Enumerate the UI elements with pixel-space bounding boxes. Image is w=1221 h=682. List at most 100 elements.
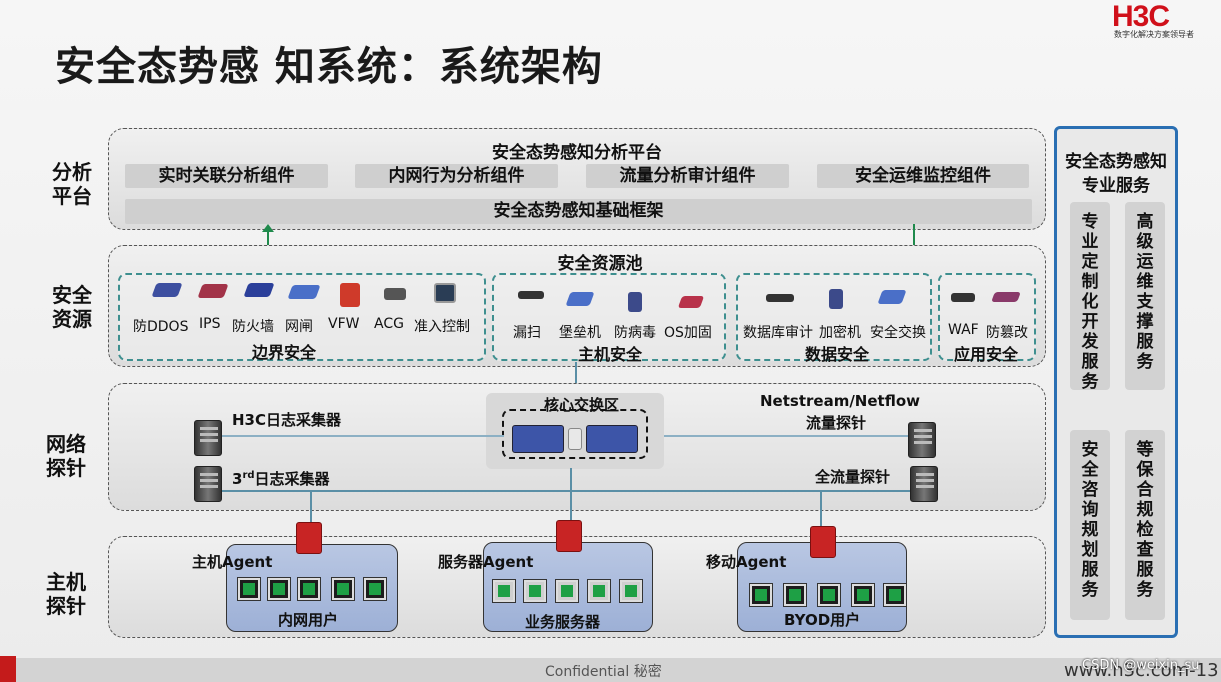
pc-icon (298, 578, 320, 600)
server-icon (493, 580, 515, 602)
page-number: 13 (1195, 660, 1219, 681)
firewall-device-icon (243, 283, 275, 297)
footer-bar (0, 658, 1221, 682)
ddos-device-icon (151, 283, 183, 297)
label-os-hardening: OS加固 (664, 325, 712, 341)
mobile-user-icon (784, 584, 806, 606)
label-vfw: VFW (328, 316, 360, 332)
label-vuln-scan: 漏扫 (513, 325, 541, 341)
component-ops-monitor: 安全运维监控组件 (817, 164, 1029, 188)
group-data-security (736, 273, 932, 361)
core-switch-1-icon (512, 425, 564, 453)
pc-icon (364, 578, 386, 600)
layer-label-network: 网络 探针 (46, 432, 86, 480)
logo-tagline: 数字化解决方案领导者 (1114, 30, 1194, 39)
mobile-user-icon (818, 584, 840, 606)
server-icon (620, 580, 642, 602)
line-core-down (570, 468, 572, 540)
component-intranet-behavior: 内网行为分析组件 (355, 164, 558, 188)
label-gatekeeper: 网闸 (285, 319, 313, 335)
component-traffic-audit: 流量分析审计组件 (586, 164, 789, 188)
line-host-agent (310, 490, 312, 530)
group-title-host: 主机安全 (578, 345, 643, 364)
label-nac: 准入控制 (414, 319, 470, 335)
encryptor-device-icon (829, 289, 843, 309)
link-icon (568, 428, 582, 450)
label-ips: IPS (199, 316, 221, 332)
group-app-security (938, 273, 1036, 361)
full-flow-probe-label: 全流量探针 (815, 468, 891, 486)
server-icon (524, 580, 546, 602)
page-title: 安全态势感 知系统：系统架构 (55, 44, 603, 90)
third-log-suffix: 日志采集器 (254, 470, 330, 488)
mobile-agent-label: 移动Agent (706, 553, 787, 571)
label-waf: WAF (948, 322, 979, 338)
third-log-prefix: 3 (232, 470, 243, 488)
netstream-label: Netstream/Netflow (760, 392, 920, 410)
os-hardening-device-icon (677, 296, 705, 308)
group-title-app: 应用安全 (954, 345, 1019, 364)
vfw-device-icon (340, 283, 360, 307)
footer-url: www.h3c.com-13 (1064, 660, 1219, 681)
flow-probe-server-icon (908, 422, 936, 458)
third-log-sup: rd (242, 470, 255, 481)
ips-device-icon (197, 284, 229, 298)
csdn-watermark: CSDN @weixin_su (1082, 658, 1200, 673)
confidential-label: Confidential 秘密 (545, 664, 662, 680)
line-mirror-bus (222, 490, 916, 492)
footer-url-text: www.h3c.com (1064, 660, 1190, 681)
label-ddos: 防DDOS (133, 319, 189, 335)
core-zone-label: 核心交换区 (544, 396, 620, 414)
business-servers-label: 业务服务器 (525, 613, 601, 631)
down-arrow-line (913, 224, 915, 248)
analysis-platform-title: 安全态势感知分析平台 (492, 143, 662, 163)
acg-device-icon (384, 288, 406, 300)
label-encryptor: 加密机 (819, 325, 861, 341)
service-consulting: 安全咨询规划服务 (1070, 430, 1110, 620)
resource-pool-title: 安全资源池 (557, 254, 643, 274)
core-switch-2-icon (586, 425, 638, 453)
anti-tamper-device-icon (991, 292, 1021, 302)
label-firewall: 防火墙 (232, 319, 274, 335)
group-title-data: 数据安全 (805, 345, 870, 364)
firewall-icon (296, 522, 322, 554)
scanner-device-icon (518, 291, 544, 299)
label-antivirus: 防病毒 (614, 325, 656, 341)
layer-label-analysis: 分析 平台 (52, 160, 92, 208)
pc-icon (268, 578, 290, 600)
pro-services-title: 安全态势感知 专业服务 (1065, 152, 1167, 196)
h3c-log-collector-label: H3C日志采集器 (232, 411, 341, 429)
server-icon (588, 580, 610, 602)
label-acg: ACG (374, 316, 404, 332)
label-bastion: 堡垒机 (559, 325, 601, 341)
nac-device-icon (434, 283, 456, 303)
firewall-icon (810, 526, 836, 558)
group-title-border: 边界安全 (252, 343, 317, 362)
layer-label-resources: 安全 资源 (52, 283, 92, 331)
h3c-logo: H3C (1112, 0, 1170, 33)
byod-users-label: BYOD用户 (784, 611, 861, 629)
service-compliance: 等保合规检查服务 (1125, 430, 1165, 620)
connector-resource-core (575, 362, 577, 392)
component-realtime-correlation: 实时关联分析组件 (125, 164, 328, 188)
up-arrow-icon (262, 224, 274, 232)
mobile-user-icon (750, 584, 772, 606)
footer-red-accent (0, 656, 16, 682)
base-framework-bar: 安全态势感知基础框架 (125, 199, 1032, 224)
mobile-user-icon (884, 584, 906, 606)
line-mobile-agent (820, 490, 822, 530)
up-arrow-line (267, 231, 269, 255)
antivirus-device-icon (628, 292, 642, 312)
line-h3c-log (222, 435, 504, 437)
group-host-security (492, 273, 726, 361)
third-party-log-collector-icon (194, 466, 222, 502)
label-db-audit: 数据库审计 (743, 325, 813, 341)
pc-icon (332, 578, 354, 600)
third-party-log-collector-label: 3rd日志采集器 (232, 468, 330, 489)
h3c-log-collector-icon (194, 420, 222, 456)
mobile-user-icon (852, 584, 874, 606)
pc-icon (238, 578, 260, 600)
db-audit-device-icon (766, 294, 794, 302)
server-icon (556, 580, 578, 602)
label-anti-tamper: 防篡改 (986, 325, 1028, 341)
